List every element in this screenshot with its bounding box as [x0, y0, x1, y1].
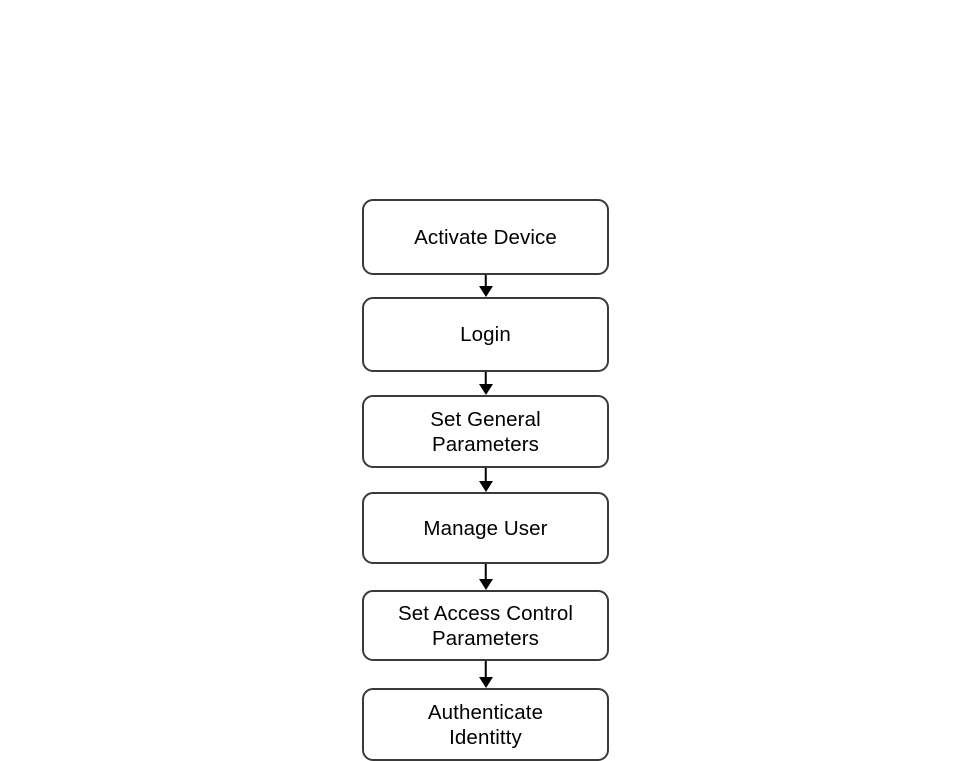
arrow-shaft — [484, 372, 487, 386]
arrow-head-down-icon — [478, 384, 493, 395]
flow-node-label: Set Access Control Parameters — [398, 601, 573, 650]
flow-node-set-general-parameters[interactable]: Set General Parameters — [362, 395, 609, 468]
arrow-shaft — [484, 661, 487, 679]
flow-arrow-manage-user-to-set-access-control-parameters — [362, 564, 609, 590]
arrow-shaft — [484, 564, 487, 581]
flow-arrow-login-to-set-general-parameters — [362, 372, 609, 395]
arrow-head-down-icon — [478, 481, 493, 492]
flowchart: Activate Device Login Set General Parame… — [362, 199, 609, 761]
flow-node-label: Set General Parameters — [430, 407, 541, 456]
arrow-head-down-icon — [478, 579, 493, 590]
flow-arrow-set-access-control-parameters-to-authenticate-identitty — [362, 661, 609, 688]
flow-node-label: Login — [460, 323, 511, 346]
flow-node-login[interactable]: Login — [362, 297, 609, 372]
flow-node-label: Manage User — [423, 516, 548, 540]
flow-node-manage-user[interactable]: Manage User — [362, 492, 609, 564]
arrow-shaft — [484, 468, 487, 483]
flow-node-label: Activate Device — [414, 225, 557, 249]
flow-node-set-access-control-parameters[interactable]: Set Access Control Parameters — [362, 590, 609, 661]
flow-node-activate-device[interactable]: Activate Device — [362, 199, 609, 275]
flow-arrow-activate-device-to-login — [362, 275, 609, 297]
flow-node-label: Authenticate Identitty — [427, 700, 544, 749]
arrow-head-down-icon — [478, 286, 493, 297]
arrow-head-down-icon — [478, 677, 493, 688]
flow-arrow-set-general-parameters-to-manage-user — [362, 468, 609, 492]
arrow-shaft — [484, 275, 487, 288]
flow-node-authenticate-identitty[interactable]: Authenticate Identitty — [362, 688, 609, 761]
